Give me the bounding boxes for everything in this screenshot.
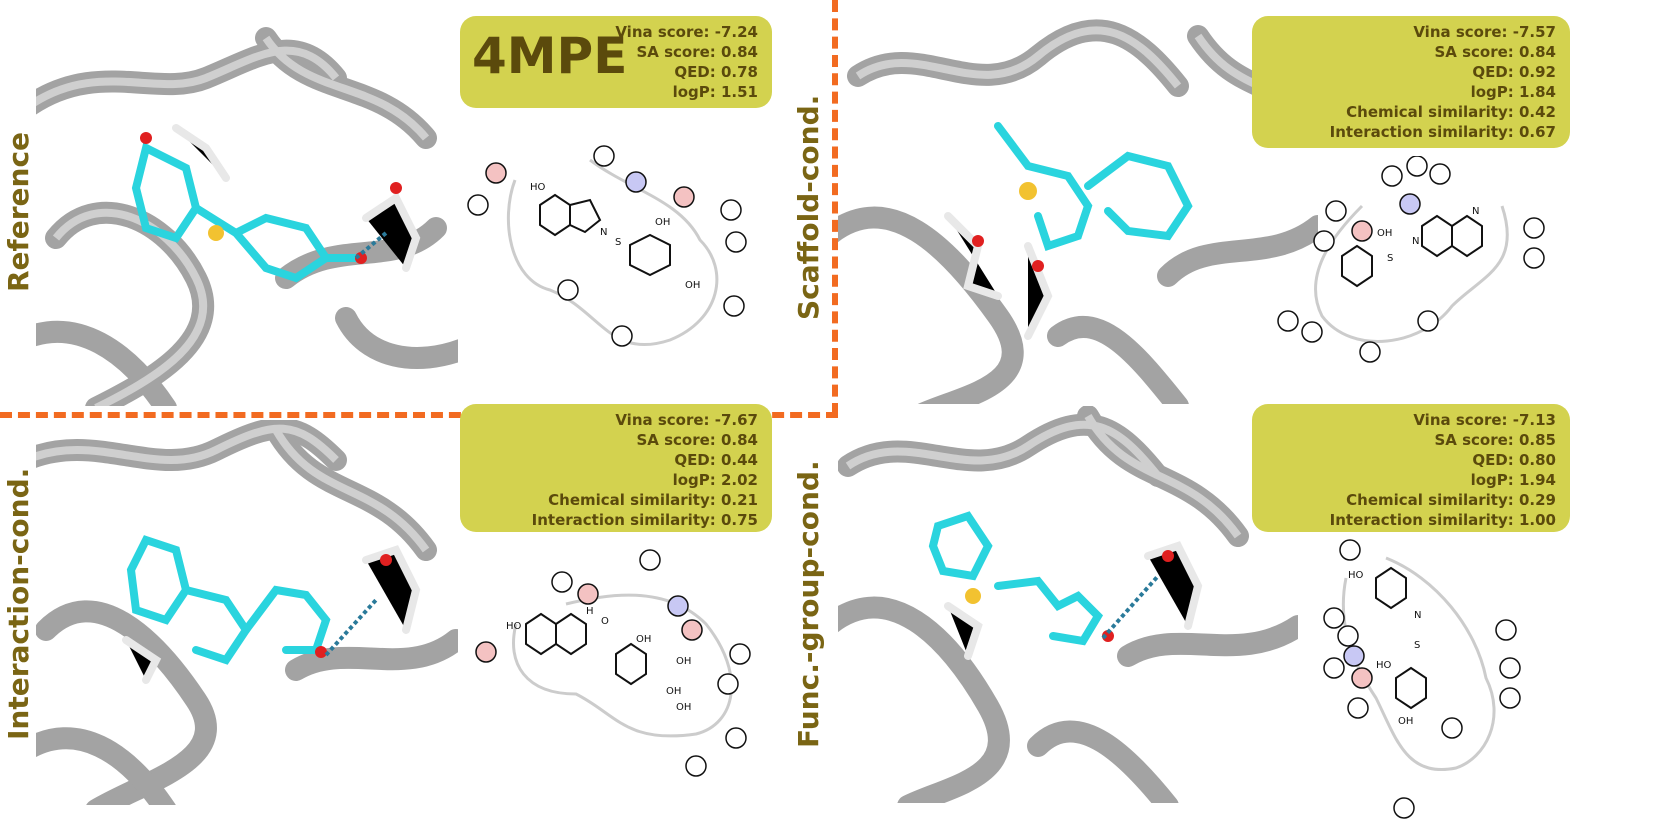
score-line: QED: 0.78: [674, 63, 758, 81]
interaction-diagram-image: HO N S HO OH: [1323, 539, 1521, 819]
protein-ribbon-image: [838, 406, 1298, 803]
protein-ribbon-image: [36, 27, 458, 406]
svg-text:N: N: [1472, 206, 1479, 217]
panel-scaffold-cond: Scaffold-cond.: [792, 0, 1661, 410]
score-line: QED: 0.44: [674, 451, 758, 469]
svg-text:OH: OH: [636, 634, 651, 645]
pdb-id: 4MPE: [472, 27, 628, 85]
svg-text:HO: HO: [530, 182, 546, 193]
svg-text:HO: HO: [1348, 570, 1364, 581]
panel-label: Reference: [2, 131, 35, 292]
score-line: Chemical similarity: 0.29: [1346, 491, 1556, 509]
reference-divider-vertical: [832, 0, 838, 415]
panel-reference: Reference: [0, 0, 830, 410]
panel-interaction-cond: Interaction-cond.: [0, 404, 830, 829]
interaction-diagram: HO N S HO OH: [1286, 538, 1562, 823]
interaction-diagram: HO H O OH OH OH OH: [466, 544, 772, 824]
panel-label: Interaction-cond.: [2, 467, 35, 740]
score-line: SA score: 0.84: [1434, 43, 1556, 61]
score-line: logP: 1.51: [672, 83, 758, 101]
protein-ligand-render: [36, 420, 458, 805]
score-box: 4MPE Vina score: -7.24 SA score: 0.84 QE…: [460, 16, 772, 108]
svg-text:N: N: [600, 227, 607, 238]
protein-ribbon-image: [838, 19, 1318, 404]
interaction-diagram: HO N S OH OH: [460, 140, 772, 400]
protein-ligand-render: [838, 16, 1318, 404]
score-line: Vina score: -7.67: [615, 411, 758, 429]
score-line: QED: 0.80: [1472, 451, 1556, 469]
protein-ribbon-image: [36, 420, 458, 805]
svg-text:OH: OH: [655, 217, 670, 228]
svg-text:OH: OH: [1377, 228, 1392, 239]
score-line: Vina score: -7.57: [1413, 23, 1556, 41]
svg-text:N: N: [1414, 610, 1421, 621]
svg-text:HO: HO: [506, 621, 522, 632]
score-line: Chemical similarity: 0.42: [1346, 103, 1556, 121]
score-box: Vina score: -7.67 SA score: 0.84 QED: 0.…: [460, 404, 772, 532]
panel-label: Func.-group-cond.: [792, 460, 825, 748]
score-line: logP: 1.84: [1470, 83, 1556, 101]
interaction-diagram-image: HO H O OH OH OH OH: [475, 549, 751, 777]
score-line: logP: 1.94: [1470, 471, 1556, 489]
protein-ligand-render: [838, 406, 1298, 803]
svg-text:OH: OH: [676, 656, 691, 667]
score-line: Interaction similarity: 0.67: [1329, 123, 1556, 141]
score-line: Interaction similarity: 1.00: [1329, 511, 1556, 529]
svg-text:OH: OH: [666, 686, 681, 697]
svg-text:HO: HO: [1376, 660, 1392, 671]
score-line: SA score: 0.84: [636, 431, 758, 449]
svg-text:S: S: [1414, 640, 1420, 651]
score-line: Vina score: -7.24: [615, 23, 758, 41]
svg-text:OH: OH: [685, 280, 700, 291]
interaction-diagram-image: OH S N N: [1277, 156, 1545, 363]
score-line: SA score: 0.85: [1434, 431, 1556, 449]
interaction-diagram-image: HO N S OH OH: [467, 145, 747, 347]
score-line: logP: 2.02: [672, 471, 758, 489]
panel-func-group-cond: Func.-group-cond.: [792, 404, 1661, 829]
score-line: QED: 0.92: [1472, 63, 1556, 81]
panel-label: Scaffold-cond.: [792, 94, 825, 320]
protein-ligand-render: [36, 18, 458, 406]
score-line: SA score: 0.84: [636, 43, 758, 61]
svg-text:O: O: [601, 616, 609, 627]
reference-divider-horizontal: [0, 412, 838, 418]
score-line: Interaction similarity: 0.75: [531, 511, 758, 529]
score-line: Chemical similarity: 0.21: [548, 491, 758, 509]
svg-text:S: S: [1387, 253, 1393, 264]
svg-text:H: H: [586, 606, 594, 617]
svg-text:OH: OH: [1398, 716, 1413, 727]
interaction-diagram: OH S N N: [1262, 156, 1562, 396]
svg-text:N: N: [1412, 236, 1419, 247]
score-box: Vina score: -7.13 SA score: 0.85 QED: 0.…: [1252, 404, 1570, 532]
score-line: Vina score: -7.13: [1413, 411, 1556, 429]
svg-text:OH: OH: [676, 702, 691, 713]
score-box: Vina score: -7.57 SA score: 0.84 QED: 0.…: [1252, 16, 1570, 148]
svg-text:S: S: [615, 237, 621, 248]
